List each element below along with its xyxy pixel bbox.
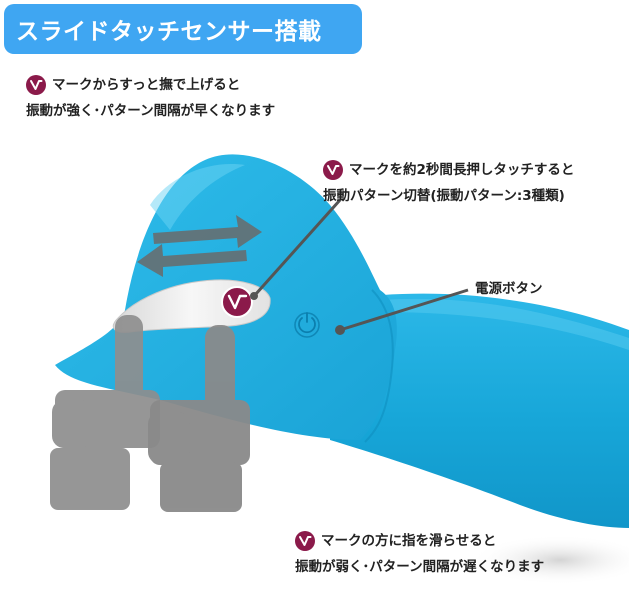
caption-power-button-label: 電源ボタン (475, 281, 543, 297)
v-mark-icon (26, 75, 46, 95)
caption-slide-down: マークの方に指を滑らせると 振動が弱く･パターン間隔が遅くなります (295, 528, 544, 580)
device-shaft (330, 293, 629, 528)
long-press-leader-line (253, 198, 342, 297)
page-title: スライドタッチセンサー搭載 (16, 19, 322, 45)
caption-slide-down-line1: マークの方に指を滑らせると (321, 533, 497, 549)
caption-slide-up-line1: マークからすっと撫で上げると (52, 77, 241, 93)
caption-long-press-line2: 振動パターン切替(振動パターン:3種類) (323, 188, 565, 204)
pointing-hand-icon-2 (148, 325, 250, 512)
power-leader-line (339, 288, 469, 332)
title-banner: スライドタッチセンサー搭載 (4, 4, 362, 54)
sensor-mark-icon[interactable] (221, 286, 253, 318)
v-mark-icon (295, 531, 315, 551)
caption-long-press: マークを約2秒間長押しタッチすると 振動パターン切替(振動パターン:3種類) (323, 157, 574, 209)
device-shaft-highlight (380, 298, 629, 350)
v-mark-icon (323, 160, 343, 180)
double-arrow-icon (137, 215, 262, 277)
caption-slide-up: マークからすっと撫で上げると 振動が強く･パターン間隔が早くなります (26, 72, 275, 124)
power-leader-dot (335, 325, 345, 335)
device-shadow (470, 535, 629, 585)
caption-power-button: 電源ボタン (475, 276, 543, 302)
power-icon[interactable] (294, 312, 320, 338)
caption-slide-up-line2: 振動が強く･パターン間隔が早くなります (26, 103, 276, 119)
device-head-highlight (150, 164, 245, 230)
caption-long-press-line1: マークを約2秒間長押しタッチすると (349, 162, 575, 178)
long-press-leader-dot (250, 292, 258, 300)
device-seam (364, 289, 394, 443)
pointing-hand-icon (50, 315, 160, 510)
caption-slide-down-line2: 振動が弱く･パターン間隔が遅くなります (295, 559, 545, 575)
